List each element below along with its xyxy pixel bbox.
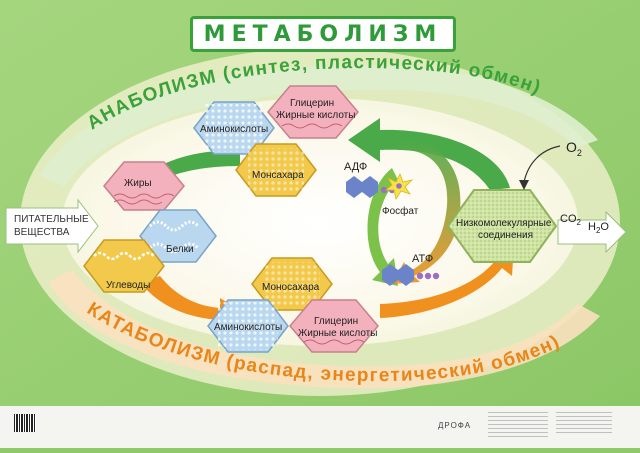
top-mono-label: Монсахара: [252, 170, 304, 181]
fine-print-right: [556, 412, 612, 436]
page-title: МЕТАБОЛИЗМ: [203, 21, 443, 47]
low-mol-label-1: Низкомолекулярные: [456, 218, 552, 229]
anabolism-band: [40, 65, 598, 186]
adp-label: АДФ: [344, 161, 367, 173]
nutrients-label-line1: ПИТАТЕЛЬНЫЕ: [14, 214, 89, 225]
bottom-glycerol-label-1: Глицерин: [314, 316, 358, 327]
o2-arrow: [523, 145, 561, 183]
top-glycerol-label-2: Жирные кислоты: [276, 110, 355, 121]
o2-label: O2: [566, 139, 582, 158]
phosphate-star: [384, 173, 414, 201]
co2-label: CO2: [560, 213, 582, 227]
barcode: [14, 414, 36, 432]
low-mol-label-2: соединения: [478, 230, 533, 241]
top-amino-label: Аминокислоты: [200, 124, 268, 135]
h2o-label: H2O: [588, 221, 609, 235]
bottom-amino-hexagon: [207, 299, 289, 353]
cycle-arrow-left: [367, 168, 398, 286]
atp-molecule: [382, 264, 440, 286]
fine-print-left: [488, 412, 548, 438]
top-glycerol-hexagon: [267, 85, 359, 139]
output-arrow: [557, 210, 627, 254]
bottom-glycerol-hexagon: [289, 299, 379, 353]
bottom-amino-label: Аминокислоты: [214, 322, 282, 333]
nutrients-label-line2: ВЕЩЕСТВА: [14, 227, 70, 238]
phosphate-label: Фосфат: [382, 205, 419, 217]
proteins-label: Белки: [166, 244, 194, 255]
fats-hexagon: [103, 161, 185, 211]
top-mono-hexagon: [235, 143, 317, 197]
top-amino-hexagon: [193, 101, 275, 155]
adp-molecule: [346, 176, 396, 198]
title-box: МЕТАБОЛИЗМ: [190, 16, 456, 52]
low-molecular-hexagon: [446, 189, 558, 263]
bottom-glycerol-label-2: Жирные кислоты: [298, 328, 377, 339]
publisher-logo: ДРОФА: [438, 421, 472, 430]
anabolism-arrow-right: [348, 118, 510, 190]
fats-label: Жиры: [124, 178, 152, 189]
catabolism-band: [48, 270, 600, 389]
atp-label: АТФ: [412, 253, 433, 265]
bottom-mono-label: Моносахара: [262, 282, 320, 293]
cycle-arrow-right: [392, 139, 461, 284]
nutrients-arrow: [5, 198, 99, 254]
o2-arrowhead: [519, 180, 529, 190]
top-glycerol-label-1: Глицерин: [290, 98, 334, 109]
carbs-hexagon: [83, 239, 165, 293]
carbs-label: Углеводы: [106, 280, 150, 291]
